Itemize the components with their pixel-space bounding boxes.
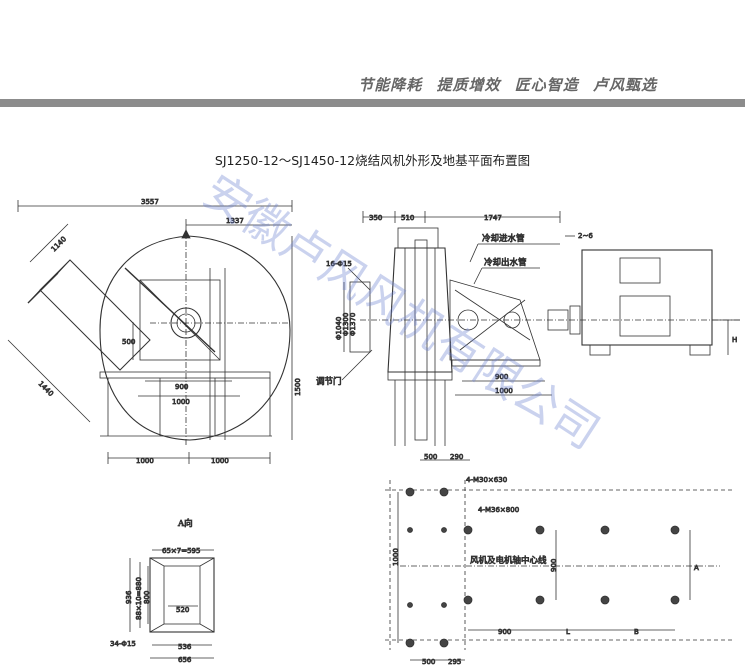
label-damper: 调节门 bbox=[316, 376, 342, 387]
dim-900: 900 bbox=[175, 383, 188, 391]
dim-H: H bbox=[732, 336, 737, 344]
dim-d1300: Φ1300 bbox=[342, 313, 350, 336]
dim-350: 350 bbox=[369, 214, 382, 222]
dim-1440: 1440 bbox=[37, 380, 55, 398]
dim-1747: 1747 bbox=[484, 214, 502, 222]
label-cooling-water-inlet: 冷却进水管 bbox=[482, 233, 525, 244]
slogan-1: 节能降耗 bbox=[358, 76, 423, 94]
dim-d1370: Φ1370 bbox=[349, 313, 357, 336]
dim-2-6: 2~6 bbox=[578, 232, 593, 240]
dim-found-290: 290 bbox=[450, 453, 463, 461]
dim-1500: 1500 bbox=[294, 378, 302, 396]
front-view: 350 510 1747 2~6 16-Φ15 Φ1040 Φ1300 Φ137… bbox=[316, 211, 740, 446]
dim-536: 536 bbox=[178, 643, 192, 651]
dim-1337: 1337 bbox=[226, 217, 244, 225]
dim-1000: 1000 bbox=[172, 398, 190, 406]
dim-800: 800 bbox=[143, 591, 151, 604]
dim-16-holes: 16-Φ15 bbox=[326, 260, 352, 268]
dim-found-500-top: 500 bbox=[424, 453, 437, 461]
foundation-plan: 4-M30×630 4-M36×800 1000 900 风机及电机轴中心线 5… bbox=[385, 453, 735, 666]
dim-found-900-v: 900 bbox=[550, 559, 558, 572]
dim-3557: 3557 bbox=[141, 198, 159, 206]
dim-found-295: 295 bbox=[448, 658, 461, 666]
watermark: 安徽卢风风机有限公司 bbox=[194, 164, 609, 460]
dim-1140: 1140 bbox=[50, 235, 68, 253]
dim-found-L: L bbox=[566, 628, 570, 636]
dim-d1040: Φ1040 bbox=[335, 317, 343, 340]
dim-4-M36: 4-M36×800 bbox=[478, 506, 519, 514]
dim-found-1000: 1000 bbox=[392, 548, 400, 566]
header-divider bbox=[0, 99, 745, 107]
dim-656: 656 bbox=[178, 656, 192, 664]
dim-65x7: 65×7=595 bbox=[162, 547, 200, 555]
dim-found-B: B bbox=[634, 628, 639, 636]
dim-936: 936 bbox=[125, 590, 133, 604]
dim-4-M30: 4-M30×630 bbox=[466, 476, 507, 484]
slogan-3: 匠心智造 bbox=[514, 76, 579, 94]
dim-front-1000: 1000 bbox=[495, 387, 513, 395]
dim-1000-right: 1000 bbox=[211, 457, 229, 465]
label-axis-centerline: 风机及电机轴中心线 bbox=[470, 555, 547, 566]
dim-found-A: A bbox=[694, 564, 699, 572]
dim-88x10: 88×10=880 bbox=[135, 577, 143, 620]
dim-510: 510 bbox=[401, 214, 414, 222]
slogan-bar: 节能降耗 提质增效 匠心智造 卢风甄选 bbox=[350, 74, 657, 95]
label-cooling-water-outlet: 冷却出水管 bbox=[484, 257, 527, 268]
dim-500: 500 bbox=[122, 338, 135, 346]
dim-520: 520 bbox=[176, 606, 189, 614]
dim-found-900-h: 900 bbox=[498, 628, 511, 636]
slogan-4: 卢风甄选 bbox=[592, 76, 657, 94]
slogan-2: 提质增效 bbox=[436, 76, 501, 94]
a-view: A向 65×7=595 936 88×10=880 800 520 34-Φ15… bbox=[110, 518, 215, 664]
drawing-title: SJ1250-12～SJ1450-12烧结风机外形及地基平面布置图 bbox=[214, 153, 531, 168]
dim-1000-left: 1000 bbox=[136, 457, 154, 465]
a-view-label: A向 bbox=[177, 518, 193, 529]
dim-front-900: 900 bbox=[495, 373, 508, 381]
dim-34-holes: 34-Φ15 bbox=[110, 640, 136, 648]
dim-found-500-bottom: 500 bbox=[422, 658, 435, 666]
